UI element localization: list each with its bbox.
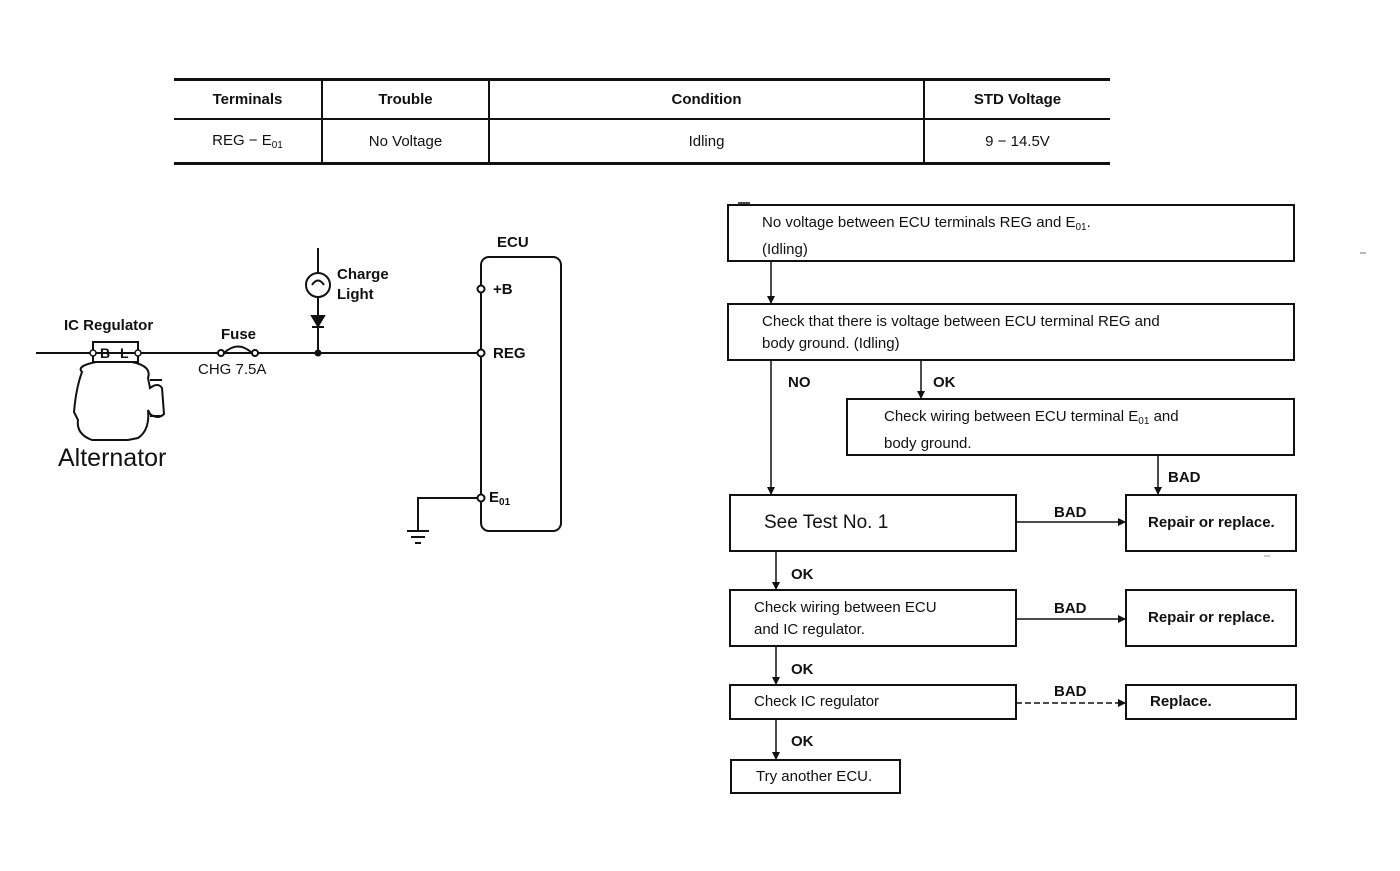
fuse-rating-label: CHG 7.5A: [198, 361, 267, 378]
header-condition: Condition: [488, 78, 925, 120]
branch-ok-label-4: OK: [791, 733, 814, 750]
flow-box-check-ic-regulator: [729, 684, 1017, 720]
ecu-terminal-e01: [476, 493, 486, 503]
charge-light-label-1: Charge: [337, 266, 389, 283]
flow-box-see-test-1: [729, 494, 1017, 552]
ic-regulator-label: IC Regulator: [64, 317, 154, 334]
box1-text: No voltage between ECU terminals REG and…: [762, 214, 1091, 258]
reg-label: REG: [493, 345, 526, 362]
box3-text: Check wiring between ECU terminal E01 an…: [884, 408, 1179, 452]
box6-text: Check IC regulator: [754, 693, 880, 710]
repair2-text: Repair or replace.: [1148, 609, 1275, 626]
branch-ok-label-2: OK: [791, 566, 814, 583]
cell-std-voltage: 9 − 14.5V: [923, 118, 1110, 165]
flow-box-check-e01-wiring: [846, 398, 1295, 456]
header-terminals: Terminals: [174, 78, 323, 120]
table-row: REG − E01 No Voltage Idling 9 − 14.5V: [174, 118, 1110, 165]
ground-wire: [417, 497, 477, 530]
table-header-row: Terminals Trouble Condition STD Voltage: [174, 78, 1110, 120]
box7-text: Try another ECU.: [756, 768, 873, 785]
flow-box-repair-2: [1125, 589, 1297, 647]
plus-b-label: +B: [493, 281, 513, 298]
flow-box-no-voltage: [727, 204, 1295, 262]
branch-no-label: NO: [788, 374, 811, 391]
ecu-block: [480, 256, 562, 532]
junction-dot: [314, 349, 322, 357]
branch-bad-label-2: BAD: [1054, 504, 1087, 521]
diode-icon: [310, 315, 326, 328]
cell-trouble: No Voltage: [321, 118, 490, 165]
charge-light-icon: [305, 272, 331, 298]
terminal-b-label: B: [100, 345, 111, 361]
flow-box-replace: [1125, 684, 1297, 720]
box2-text: Check that there is voltage between ECU …: [762, 313, 1160, 352]
repair1-text: Repair or replace.: [1148, 514, 1275, 531]
fuse-right-terminal: [251, 349, 259, 357]
fuse-symbol: [223, 345, 253, 354]
terminal-l-label: L: [120, 345, 129, 361]
header-std-voltage: STD Voltage: [923, 78, 1110, 120]
branch-ok-label-3: OK: [791, 661, 814, 678]
fuse-label: Fuse: [221, 326, 257, 343]
header-trouble: Trouble: [321, 78, 490, 120]
ecu-terminal-reg: [476, 348, 486, 358]
fuse-left-terminal: [217, 349, 225, 357]
cell-condition: Idling: [488, 118, 925, 165]
alternator-icon: [72, 361, 166, 441]
flow-box-try-another-ecu: [730, 759, 901, 794]
branch-ok-label-1: OK: [933, 374, 956, 391]
ecu-label: ECU: [497, 234, 529, 251]
charge-light-label-2: Light: [337, 286, 374, 303]
flow-box-repair-1: [1125, 494, 1297, 552]
branch-bad-label-4: BAD: [1054, 683, 1087, 700]
flow-box-check-ecu-ic-wiring: [729, 589, 1017, 647]
cell-terminals: REG − E01: [174, 118, 323, 165]
box5-text: Check wiring between ECU and IC regulato…: [754, 599, 937, 638]
box4-text: See Test No. 1: [764, 512, 889, 533]
replace-text: Replace.: [1150, 693, 1212, 710]
flow-box-check-reg-voltage: [727, 303, 1295, 361]
branch-bad-label-1: BAD: [1168, 469, 1201, 486]
ecu-terminal-plus-b: [476, 284, 486, 294]
spec-table: Terminals Trouble Condition STD Voltage …: [174, 78, 1110, 165]
e01-label: E01: [489, 489, 511, 508]
alternator-label: Alternator: [58, 444, 167, 472]
branch-bad-label-3: BAD: [1054, 600, 1087, 617]
